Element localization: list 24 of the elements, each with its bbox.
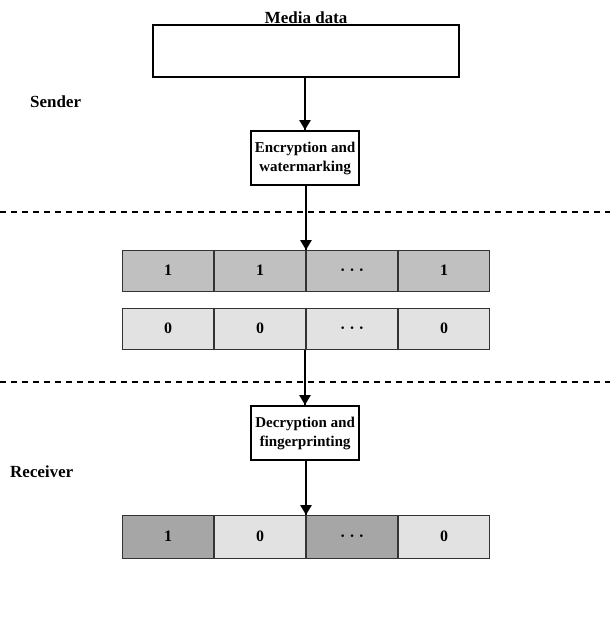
bit-cell: 0 [398,308,490,350]
arrow [300,461,312,515]
bit-cell: 1 [122,515,214,559]
bit-cell: · · · [306,515,398,559]
bit-cell: 1 [122,250,214,292]
process-box: Encryption and watermarking [250,130,360,186]
bit-cell: · · · [306,250,398,292]
arrow [299,350,311,405]
bit-cell: 0 [214,515,306,559]
heading: Media data [264,8,348,28]
arrow [299,78,311,130]
arrow [300,186,312,250]
bit-cell: 0 [122,308,214,350]
bit-cell: 0 [214,308,306,350]
bit-cell: 1 [214,250,306,292]
bit-row [122,250,490,292]
bit-cell: 0 [398,515,490,559]
side-label: Receiver [10,462,74,482]
side-label: Sender [30,92,81,112]
bit-cell: 1 [398,250,490,292]
bit-cell: · · · [306,308,398,350]
bit-row [122,515,490,559]
bit-row [122,308,490,350]
process-box: Decryption and fingerprinting [250,405,360,461]
